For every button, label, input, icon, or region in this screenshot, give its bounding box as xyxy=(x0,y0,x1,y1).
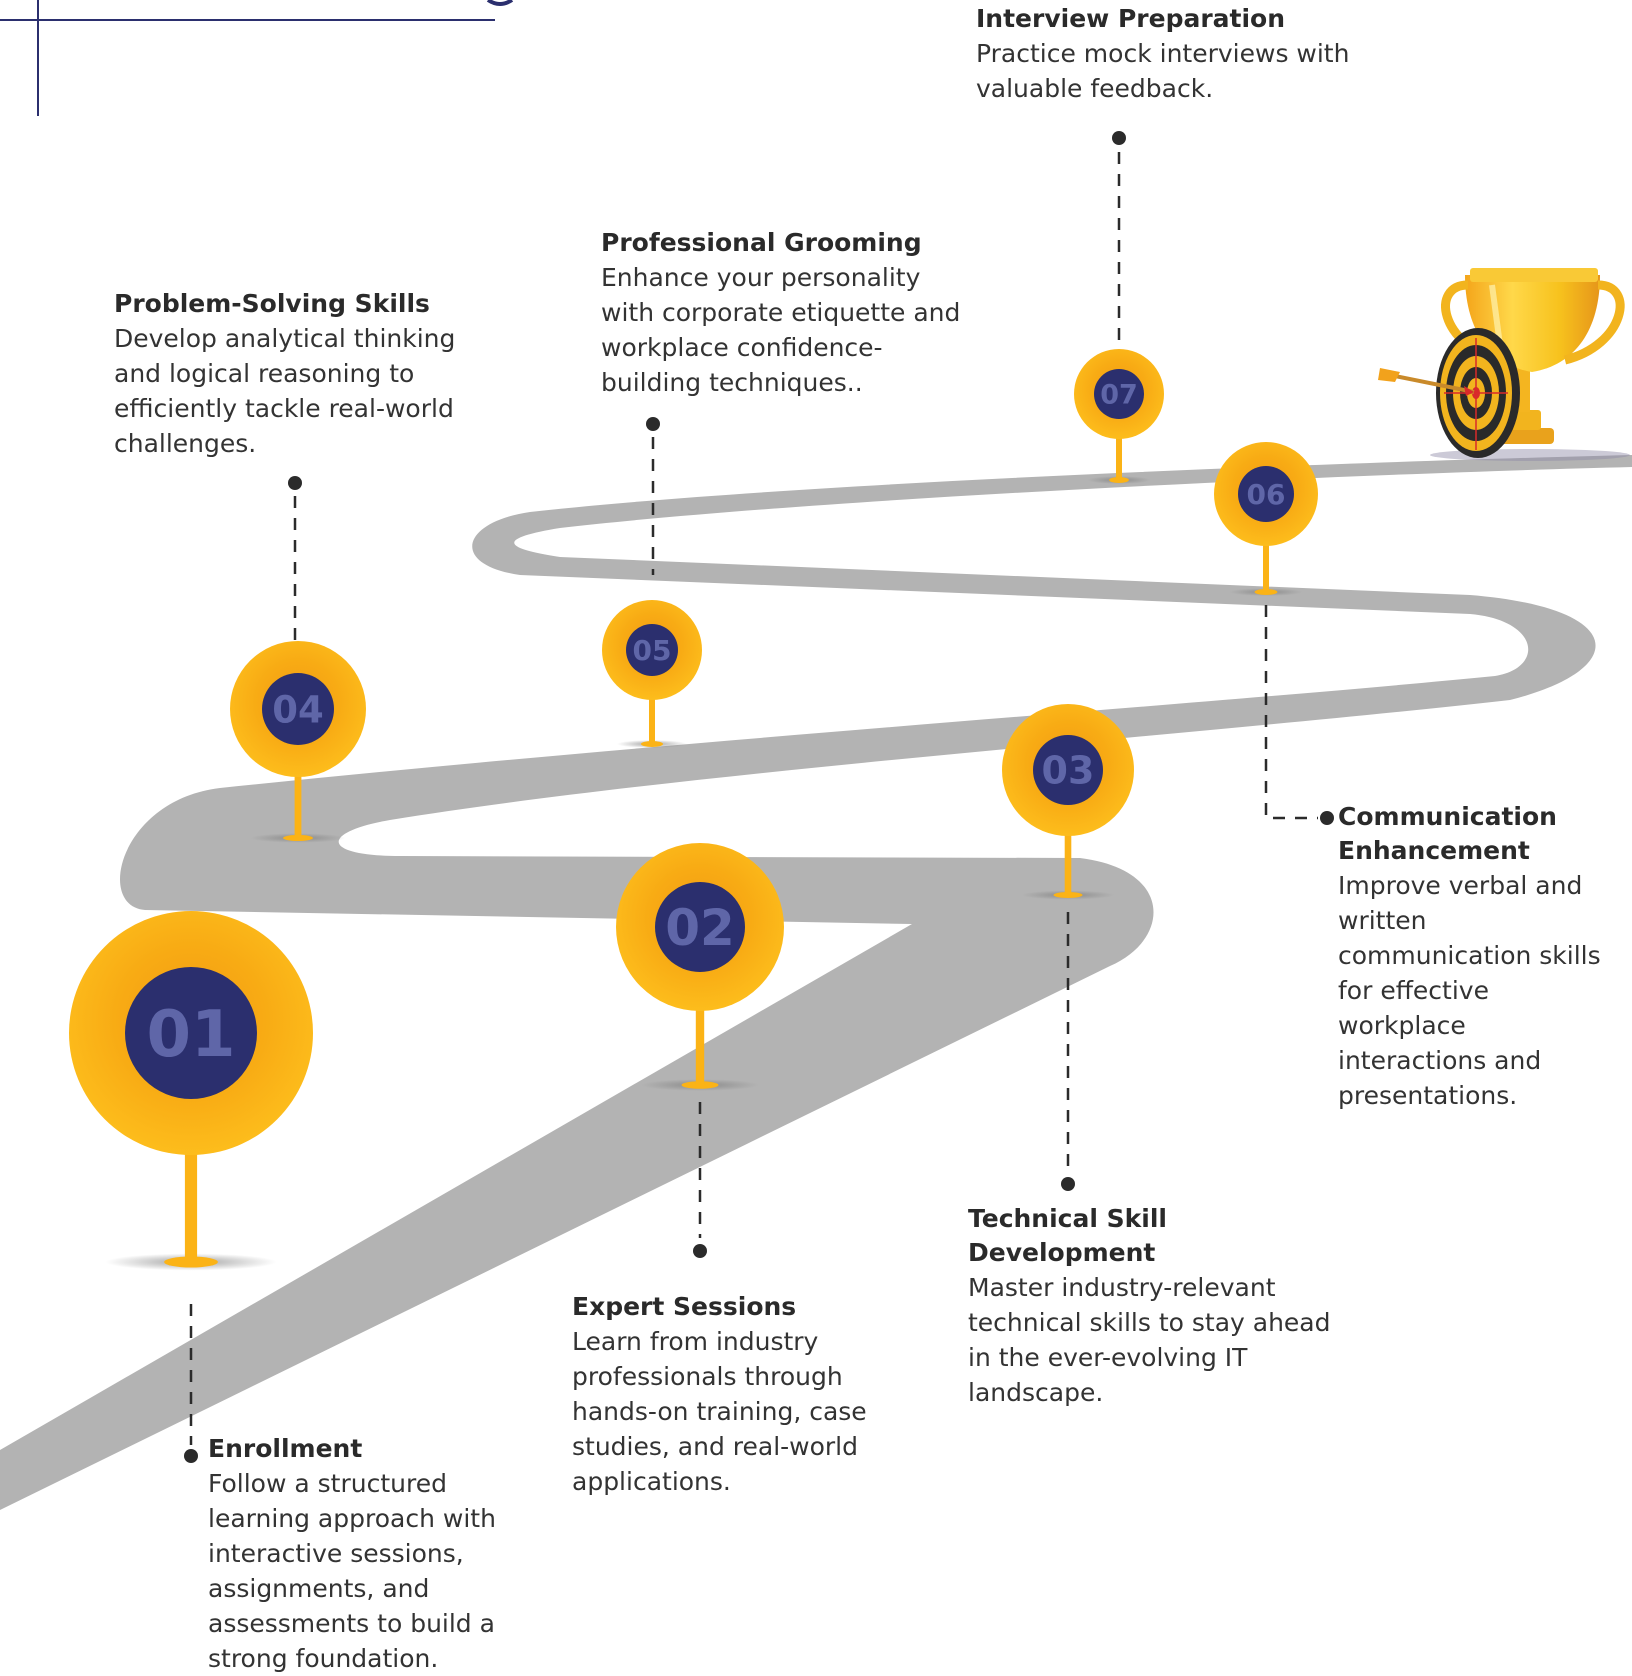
pin-01: 01 xyxy=(69,911,313,1271)
pin-03: 03 xyxy=(1002,704,1134,900)
pin-03-number: 03 xyxy=(1042,749,1095,793)
connector-06 xyxy=(1264,605,1318,820)
step-06-text: Communication Enhancement Improve verbal… xyxy=(1338,800,1608,1113)
step-07-description: Practice mock interviews with valuable f… xyxy=(976,39,1350,103)
dartboard-target-icon xyxy=(1436,328,1520,458)
winding-road xyxy=(0,455,1632,1510)
step-03-title: Technical Skill Development xyxy=(968,1204,1167,1267)
pin-06: 06 xyxy=(1214,442,1318,596)
pin-04-center xyxy=(262,673,334,745)
step-01-text: Enrollment Follow a structured learning … xyxy=(208,1432,528,1676)
milestone-pins: 01 02 03 04 05 06 07 xyxy=(69,349,1318,1271)
corner-frame xyxy=(0,0,514,116)
pin-06-center xyxy=(1238,466,1294,522)
step-01-description: Follow a structured learning approach wi… xyxy=(208,1469,496,1673)
connector-dot-05 xyxy=(646,417,660,431)
step-02-text: Expert Sessions Learn from industry prof… xyxy=(572,1290,902,1499)
connector-dot-01 xyxy=(184,1449,198,1463)
pin-01-number: 01 xyxy=(146,998,235,1072)
connector-dot-07 xyxy=(1112,131,1126,145)
step-05-description: Enhance your personality with corporate … xyxy=(601,263,961,397)
pin-05: 05 xyxy=(602,600,702,748)
step-04-description: Develop analytical thinking and logical … xyxy=(114,324,456,458)
pin-01-center xyxy=(125,967,257,1099)
connector-dot-03 xyxy=(1061,1177,1075,1191)
connector-dot-06 xyxy=(1320,811,1334,825)
pin-07-number: 07 xyxy=(1100,380,1138,411)
step-05-text: Professional Grooming Enhance your perso… xyxy=(601,226,971,400)
step-01-title: Enrollment xyxy=(208,1434,363,1463)
step-02-title: Expert Sessions xyxy=(572,1292,797,1321)
step-07-text: Interview Preparation Practice mock inte… xyxy=(976,2,1396,106)
step-05-title: Professional Grooming xyxy=(601,228,922,257)
dart-arrow-icon xyxy=(1378,368,1475,396)
pin-05-center xyxy=(626,624,678,676)
step-02-description: Learn from industry professionals throug… xyxy=(572,1327,867,1496)
step-06-description: Improve verbal and written communication… xyxy=(1338,871,1601,1110)
pin-07: 07 xyxy=(1074,349,1164,484)
connectors xyxy=(184,131,1334,1463)
pin-03-center xyxy=(1033,735,1103,805)
pin-07-center xyxy=(1094,369,1144,419)
pin-04: 04 xyxy=(230,641,366,843)
step-06-title: Communication Enhancement xyxy=(1338,802,1557,865)
pin-02: 02 xyxy=(616,843,784,1091)
pin-02-center xyxy=(655,882,745,972)
step-04-title: Problem-Solving Skills xyxy=(114,289,430,318)
connector-dot-04 xyxy=(288,476,302,490)
step-07-title: Interview Preparation xyxy=(976,4,1286,33)
pin-06-number: 06 xyxy=(1247,478,1286,511)
step-04-text: Problem-Solving Skills Develop analytica… xyxy=(114,287,494,461)
connector-dot-02 xyxy=(693,1244,707,1258)
pin-05-number: 05 xyxy=(633,634,672,667)
step-03-text: Technical Skill Development Master indus… xyxy=(968,1202,1343,1410)
pin-04-number: 04 xyxy=(272,688,324,731)
step-03-description: Master industry-relevant technical skill… xyxy=(968,1273,1331,1407)
pin-02-number: 02 xyxy=(665,899,735,957)
